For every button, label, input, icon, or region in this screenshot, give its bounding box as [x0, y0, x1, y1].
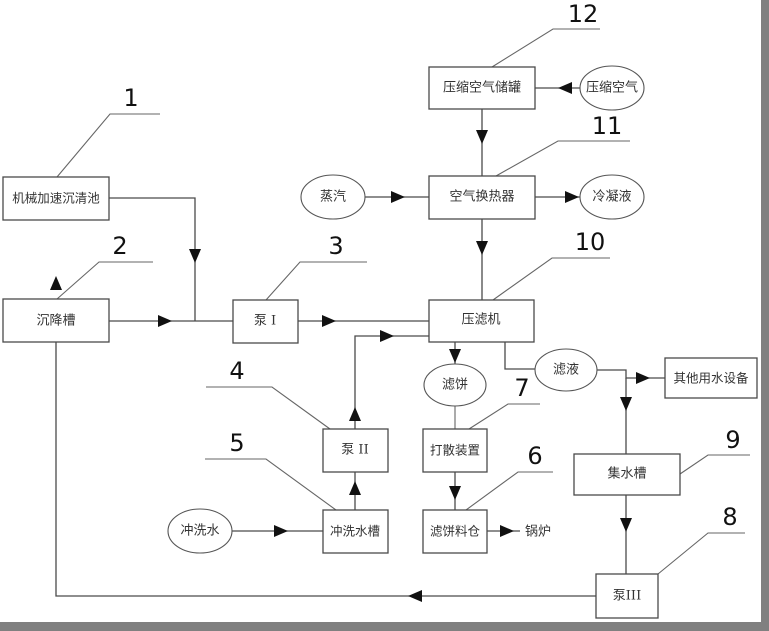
- line-press-to-filtrate: [504, 342, 535, 370]
- callout-4: 4: [229, 357, 244, 385]
- arrow-up-icon: [50, 276, 62, 290]
- cake-silo-label: 滤饼料仓: [430, 524, 481, 539]
- boiler-label: 锅炉: [525, 524, 551, 540]
- node-filter-press[interactable]: 压滤机: [428, 299, 535, 343]
- line-clarifier-to-junction: [109, 197, 196, 321]
- filter-cake-label: 滤饼: [442, 378, 468, 393]
- leader-10: [492, 257, 610, 301]
- arrow-down-icon: [476, 130, 488, 144]
- settling-tank-label: 沉降槽: [36, 314, 75, 329]
- line-pump2-to-press: [354, 335, 429, 429]
- arrow-right-icon: [500, 525, 514, 537]
- pump2-label: 泵 II: [341, 443, 368, 458]
- node-cake-silo[interactable]: 滤饼料仓: [422, 509, 488, 554]
- callout-6: 6: [527, 442, 542, 470]
- stream-filter-cake[interactable]: 滤饼: [423, 363, 487, 407]
- wash-tank-label: 冲洗水槽: [330, 524, 380, 539]
- arrow-right-icon: [322, 315, 336, 327]
- air-tank-label: 压缩空气储罐: [443, 80, 521, 96]
- node-pump2[interactable]: 泵 II: [322, 428, 389, 473]
- callout-12: 12: [568, 0, 599, 28]
- compressed-air-label: 压缩空气: [586, 80, 638, 96]
- leader-7: [468, 403, 540, 430]
- diagram-canvas: 1 2 3 4 5 6 7 8 9 10 11 12 压缩空气储罐 空气换热器 …: [0, 0, 761, 622]
- line-filtrate-to-other: [597, 369, 665, 379]
- arrow-down-icon: [620, 518, 632, 532]
- wash-water-label: 冲洗水: [180, 524, 219, 539]
- arrow-down-icon: [449, 349, 461, 363]
- callout-2: 2: [112, 232, 127, 260]
- breaker-label: 打散装置: [430, 443, 480, 458]
- node-breaker[interactable]: 打散装置: [422, 428, 488, 473]
- leader-11: [495, 140, 630, 177]
- clarifier-label: 机械加速沉清池: [12, 191, 100, 206]
- callout-8: 8: [722, 503, 737, 531]
- filtrate-label: 滤液: [553, 363, 579, 378]
- stream-wash-water[interactable]: 冲洗水: [167, 508, 233, 554]
- arrow-down-icon: [620, 397, 632, 411]
- node-pump3[interactable]: 泵III: [595, 573, 659, 619]
- leader-9: [679, 454, 750, 475]
- callout-11: 11: [592, 112, 623, 140]
- steam-label: 蒸汽: [320, 190, 346, 205]
- arrow-down-icon: [449, 486, 461, 500]
- process-flow-diagram: 1 2 3 4 5 6 7 8 9 10 11 12 压缩空气储罐 空气换热器 …: [2, 0, 758, 619]
- leader-4: [206, 386, 331, 430]
- stream-condensate[interactable]: 冷凝液: [579, 174, 645, 220]
- callout-numbers: 1 2 3 4 5 6 7 8 9 10 11 12: [112, 0, 740, 531]
- callout-7: 7: [514, 374, 529, 402]
- collection-tank-label: 集水槽: [607, 466, 646, 482]
- heat-exchanger-label: 空气换热器: [449, 189, 514, 205]
- arrow-right-icon: [565, 191, 579, 203]
- arrow-right-icon: [391, 191, 405, 203]
- node-heat-exchanger[interactable]: 空气换热器: [428, 175, 536, 220]
- callout-5: 5: [229, 429, 244, 457]
- leader-8: [657, 532, 745, 575]
- leader-2: [56, 261, 153, 300]
- arrow-right-icon: [274, 525, 288, 537]
- arrow-down-icon: [189, 249, 201, 263]
- node-air-tank[interactable]: 压缩空气储罐: [428, 66, 536, 110]
- node-other-equipment[interactable]: 其他用水设备: [664, 357, 758, 399]
- arrow-up-icon: [349, 407, 361, 421]
- leader-12: [491, 28, 600, 68]
- callout-10: 10: [575, 228, 606, 256]
- arrow-right-icon: [158, 315, 172, 327]
- filter-press-label: 压滤机: [461, 313, 500, 328]
- arrow-down-icon: [476, 241, 488, 255]
- leader-1: [56, 113, 160, 178]
- stream-filtrate[interactable]: 滤液: [534, 348, 598, 392]
- condensate-label: 冷凝液: [592, 189, 631, 205]
- node-wash-tank[interactable]: 冲洗水槽: [322, 509, 389, 554]
- node-settling-tank[interactable]: 沉降槽: [2, 298, 110, 343]
- stream-steam[interactable]: 蒸汽: [300, 174, 366, 220]
- callout-3: 3: [328, 232, 343, 260]
- arrow-up-icon: [349, 481, 361, 495]
- node-clarifier[interactable]: 机械加速沉清池: [2, 176, 110, 221]
- stream-compressed-air[interactable]: 压缩空气: [579, 65, 645, 111]
- node-pump1[interactable]: 泵 I: [232, 299, 299, 344]
- other-equipment-label: 其他用水设备: [673, 371, 749, 386]
- leader-5: [205, 458, 337, 511]
- node-collection-tank[interactable]: 集水槽: [573, 453, 681, 496]
- leader-3: [265, 261, 367, 301]
- callout-leaders: [56, 28, 750, 575]
- arrow-left-icon: [558, 82, 572, 94]
- arrow-right-icon: [380, 330, 394, 342]
- arrowheads: [50, 82, 650, 602]
- callout-9: 9: [725, 426, 740, 454]
- arrow-left-icon: [408, 590, 422, 602]
- leader-6: [465, 471, 553, 511]
- pump3-label: 泵III: [613, 589, 641, 604]
- arrow-right-icon: [636, 372, 650, 384]
- pump1-label: 泵 I: [254, 314, 276, 329]
- callout-1: 1: [123, 84, 138, 112]
